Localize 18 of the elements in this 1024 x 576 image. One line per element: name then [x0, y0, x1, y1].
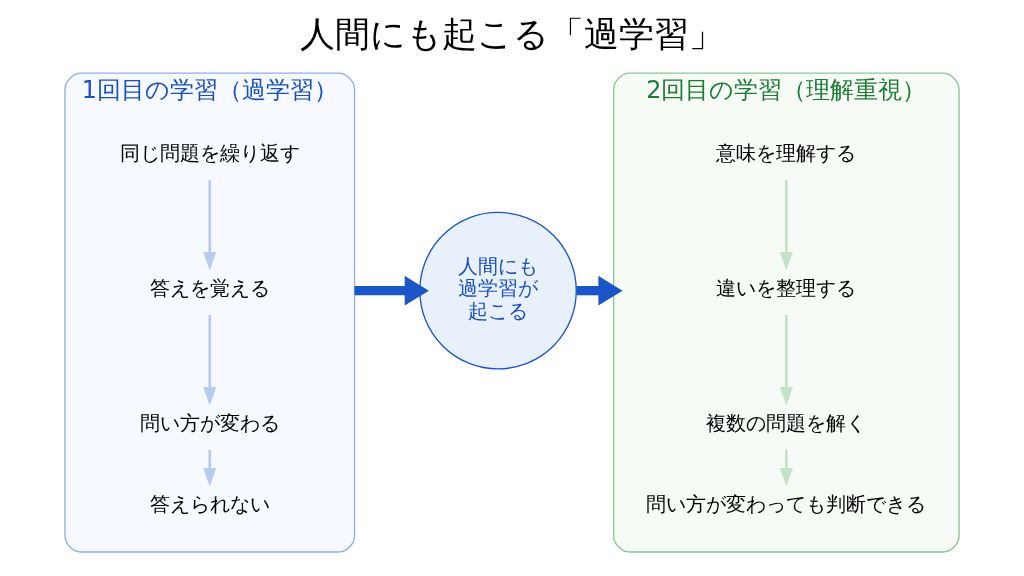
node-text: 意味を理解する	[716, 142, 857, 166]
node-text: 答えられない	[149, 493, 270, 517]
node-text: 問い方が変わっても判断できる	[646, 493, 927, 517]
arrow	[354, 275, 429, 306]
arrow	[203, 449, 217, 487]
diagram-title: 人間にも起こる「過学習」	[300, 14, 724, 55]
node-text: 違いを整理する	[716, 277, 857, 301]
node-circle: 人間にも過学習が起こる	[419, 211, 577, 370]
arrow	[576, 275, 623, 306]
node-text: 答えを覚える	[149, 277, 270, 301]
arrow	[779, 315, 793, 406]
arrow	[779, 449, 793, 487]
arrow	[203, 315, 217, 406]
arrow	[779, 179, 793, 271]
node-text: 問い方が変わる	[139, 412, 280, 436]
node-text: 同じ問題を繰り返す	[119, 142, 300, 166]
arrow	[203, 179, 217, 271]
node-text: 複数の問題を解く	[706, 412, 867, 436]
